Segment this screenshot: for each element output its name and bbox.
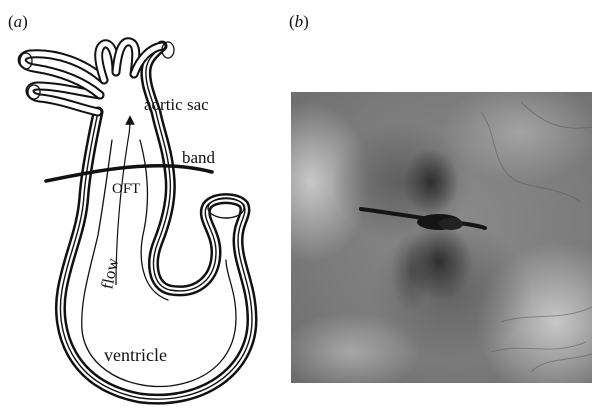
aortic-sac-label: aortic sac [144, 95, 209, 114]
oft-label: OFT [112, 181, 140, 197]
heart-schematic: aortic sac band OFT flow ventricle [0, 0, 290, 412]
panel-b-label: (b) [289, 12, 309, 32]
band [46, 166, 212, 181]
flow-label: flow [97, 256, 122, 291]
band-label: band [182, 148, 216, 167]
banded-heart-photo [291, 92, 592, 383]
ventricle-label: ventricle [104, 345, 167, 365]
